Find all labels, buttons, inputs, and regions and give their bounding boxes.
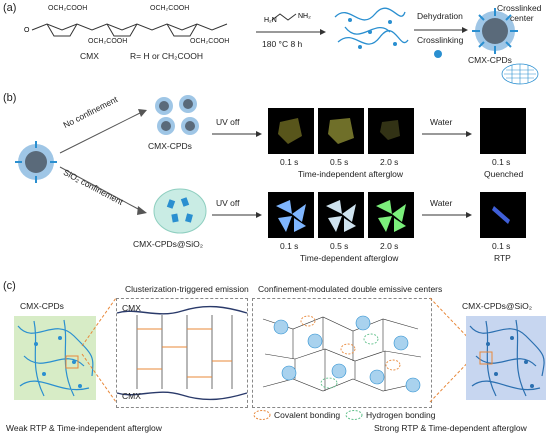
substituent-1: OCH₂COOH — [48, 5, 88, 12]
crosslink-grid — [501, 63, 539, 85]
time-top-1: 0.1 s — [280, 157, 299, 167]
caption-bottom: Time-dependent afterglow — [300, 253, 399, 263]
reaction-conditions: 180 °C 8 h — [262, 39, 303, 49]
substituent-3: OCH₂COOH — [88, 38, 128, 45]
left-caption: Weak RTP & Time-independent afterglow — [6, 423, 162, 433]
crosslinked-label: Crosslinked — [497, 3, 542, 13]
cmx-bottom: CMX — [122, 391, 141, 401]
photo-top-3 — [368, 108, 414, 154]
cmx-structure: O — [24, 23, 228, 37]
center-cpd — [15, 141, 57, 183]
time-bottom-3: 2.0 s — [380, 241, 399, 251]
substituent-4: OCH₂COOH — [190, 38, 230, 45]
legend-hydrogen-icon — [345, 410, 363, 420]
time-top-3: 2.0 s — [380, 157, 399, 167]
svg-text:O: O — [24, 27, 30, 34]
photo-bottom-2 — [318, 192, 364, 238]
step-dehydration: Dehydration — [417, 11, 463, 21]
panel-a-label: (a) — [3, 2, 17, 14]
time-bottom-1: 0.1 s — [280, 241, 299, 251]
photo-top-1 — [268, 108, 314, 154]
caption-top: Time-independent afterglow — [298, 169, 404, 179]
bottom-material-name: CMX-CPDs@SiO₂ — [133, 239, 204, 249]
center-label: center — [510, 13, 534, 23]
cpd-cluster — [155, 95, 199, 135]
box-clusterization — [116, 298, 248, 408]
photo-quenched — [480, 108, 526, 154]
svg-text:NH₂: NH₂ — [298, 13, 311, 20]
photo-bottom-3 — [368, 192, 414, 238]
dehydration-arrow — [414, 27, 468, 33]
top-material-name: CMX-CPDs — [148, 141, 192, 151]
water-time-top: 0.1 s — [492, 157, 511, 167]
photo-rtp — [480, 192, 526, 238]
r-definition: R= H or CH₂COOH — [130, 51, 203, 61]
left-title: CMX-CPDs — [20, 301, 64, 311]
result-quenched: Quenched — [484, 169, 524, 179]
water-bottom: Water — [430, 198, 453, 208]
sio2-capsule — [153, 188, 207, 234]
right-title: CMX-CPDs@SiO₂ — [462, 301, 533, 311]
svg-text:H₂N: H₂N — [264, 17, 277, 24]
reagent-arrow: H₂N NH₂ — [256, 13, 326, 35]
result-rtp: RTP — [494, 253, 511, 263]
legend-hydrogen: Hydrogen bonding — [366, 410, 436, 420]
box1-title: Clusterization-triggered emission — [125, 284, 249, 294]
photo-bottom-1 — [268, 192, 314, 238]
panel-c-label: (c) — [3, 280, 16, 292]
time-top-2: 0.5 s — [330, 157, 349, 167]
small-cpd-icon — [434, 50, 442, 58]
branch-arrows — [59, 109, 147, 215]
panel-b-label: (b) — [3, 92, 17, 104]
left-network — [14, 316, 96, 400]
uv-off-bottom: UV off — [216, 198, 240, 208]
water-time-bottom: 0.1 s — [492, 241, 511, 251]
legend-covalent: Covalent bonding — [274, 410, 341, 420]
polymer-tangle — [334, 7, 409, 49]
cmx-top: CMX — [122, 303, 141, 313]
water-arrow-top — [422, 131, 472, 137]
water-top: Water — [430, 117, 453, 127]
uv-off-top: UV off — [216, 117, 240, 127]
box-double-centers — [252, 298, 432, 408]
legend-covalent-icon — [253, 410, 271, 420]
time-bottom-2: 0.5 s — [330, 241, 349, 251]
uv-arrow-top — [212, 131, 262, 137]
uv-arrow-bottom — [212, 212, 262, 218]
substituent-2: OCH₂COOH — [150, 5, 190, 12]
box2-title: Confinement-modulated double emissive ce… — [258, 284, 443, 294]
photo-top-2 — [318, 108, 364, 154]
cpd-product — [472, 8, 518, 54]
step-crosslinking: Crosslinking — [417, 35, 464, 45]
right-network — [466, 316, 546, 400]
water-arrow-bottom — [422, 212, 472, 218]
cmx-label: CMX — [80, 51, 99, 61]
right-caption: Strong RTP & Time-dependent afterglow — [374, 423, 527, 433]
product-label: CMX-CPDs — [468, 55, 512, 65]
